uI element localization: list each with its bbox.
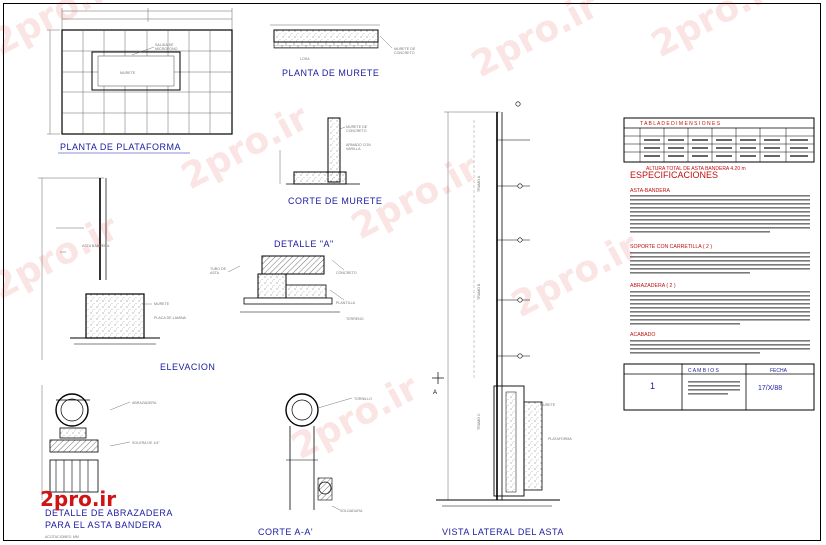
title-detalle-abrazadera-line2: PARA EL ASTA BANDERA	[45, 520, 162, 530]
svg-text:ASTA: ASTA	[210, 271, 220, 275]
watermark: 2pro.ir	[0, 207, 125, 308]
revision-table	[623, 363, 815, 411]
spec-text-block-1	[630, 195, 810, 233]
title-detalle-a: DETALLE "A"	[274, 239, 334, 249]
label-asta-bandera: ASTA BANDERA	[82, 244, 110, 248]
title-corte-aa: CORTE A-A'	[258, 527, 313, 537]
svg-text:PLACA DE LAMINA: PLACA DE LAMINA	[154, 316, 187, 320]
detalle-a-drawing: TUBO DE ASTA CONCRETO PLANTILLA TERRENO	[210, 255, 364, 321]
planta-plataforma-drawing: SALIDA DE MICROFONO	[47, 8, 233, 135]
label-murete: MURETE	[120, 71, 136, 75]
watermark: 2pro.ir	[505, 225, 645, 326]
svg-text:MURETE DE: MURETE DE	[346, 125, 368, 129]
svg-text:TERRENO: TERRENO	[346, 317, 364, 321]
title-planta-murete: PLANTA DE MURETE	[282, 68, 379, 78]
label-tramo-c: TRAMO C	[477, 413, 481, 430]
svg-text:CONCRETO: CONCRETO	[346, 129, 367, 133]
svg-text:SALIDA DE: SALIDA DE	[155, 43, 174, 47]
svg-text:PLATAFORMA: PLATAFORMA	[548, 437, 572, 441]
svg-text:MURETE: MURETE	[154, 302, 170, 306]
svg-text:LOSA: LOSA	[300, 57, 310, 61]
spec-text-block-4	[630, 340, 810, 354]
scale-note: ACOTACIONES: MM	[45, 535, 79, 539]
spec-soporte-carretilla: SOPORTE CON CARRETILLA ( 2 )	[630, 244, 712, 250]
corte-murete-drawing: MURETE DE CONCRETO ARMADO CON VARILLA	[279, 117, 371, 185]
title-vista-lateral: VISTA LATERAL DEL ASTA	[442, 527, 564, 537]
spec-acabado: ACABADO	[630, 332, 655, 338]
svg-text:PLANTILLA: PLANTILLA	[336, 301, 356, 305]
table-title: T A B L A D E D I M E N S I O N E S	[640, 121, 721, 127]
revision-date: 17/X/88	[758, 385, 782, 392]
revision-number: 1	[650, 381, 655, 391]
svg-text:ABRAZADERA: ABRAZADERA	[132, 401, 157, 405]
corte-aa-drawing: TORNILLO SOLDADURA	[285, 393, 372, 513]
revision-col-fecha: FECHA	[770, 368, 788, 374]
svg-text:CONCRETO: CONCRETO	[336, 271, 357, 275]
svg-text:MURETE: MURETE	[540, 403, 556, 407]
spec-asta-bandera: ASTA-BANDERA	[630, 188, 671, 194]
svg-text:CONCRETO: CONCRETO	[394, 51, 415, 55]
watermark: 2pro.ir	[465, 0, 605, 86]
watermark: 2pro.ir	[645, 0, 785, 66]
logo-2pro: 2pro.ir	[40, 487, 116, 511]
label-tramo-a: TRAMO A	[477, 175, 481, 192]
svg-text:MURETE DE: MURETE DE	[394, 47, 416, 51]
svg-text:TORNILLO: TORNILLO	[354, 397, 372, 401]
svg-text:MICROFONO: MICROFONO	[155, 47, 178, 51]
planta-murete-drawing: MURETE DE CONCRETO LOSA	[270, 24, 416, 61]
watermark: 2pro.ir	[0, 0, 125, 64]
dimension-table	[623, 117, 815, 163]
spec-abrazadera: ABRAZADERA ( 2 )	[630, 283, 676, 289]
detalle-abrazadera-drawing: ABRAZADERA SOLERA DE 1/4"	[41, 385, 160, 500]
svg-text:TUBO DE: TUBO DE	[210, 267, 227, 271]
title-planta-plataforma: PLANTA DE PLATAFORMA	[60, 142, 181, 152]
elevacion-drawing: MURETE PLACA DE LAMINA	[38, 177, 187, 360]
table-total-height: ALTURA TOTAL DE ASTA BANDERA 4.20 m	[646, 166, 746, 172]
svg-text:SOLERA DE 1/4": SOLERA DE 1/4"	[132, 441, 160, 445]
title-detalle-abrazadera-line1: DETALLE DE ABRAZADERA	[45, 508, 173, 518]
title-corte-murete: CORTE DE MURETE	[288, 196, 382, 206]
section-marker-a: A	[433, 390, 437, 396]
revision-col-cambios: C A M B I O S	[688, 368, 720, 374]
vista-lateral-drawing: MURETE PLATAFORMA	[432, 101, 572, 507]
sheet-border	[3, 3, 821, 541]
svg-text:SOLDADURA: SOLDADURA	[340, 509, 363, 513]
spec-text-block-2	[630, 252, 810, 274]
specs-heading: ESPECIFICACIONES	[630, 170, 718, 180]
svg-text:ARMADO CON: ARMADO CON	[346, 143, 371, 147]
svg-text:VARILLA: VARILLA	[346, 147, 361, 151]
label-tramo-b: TRAMO B	[477, 283, 481, 300]
title-elevacion: ELEVACION	[160, 362, 215, 372]
spec-text-block-3	[630, 291, 810, 325]
